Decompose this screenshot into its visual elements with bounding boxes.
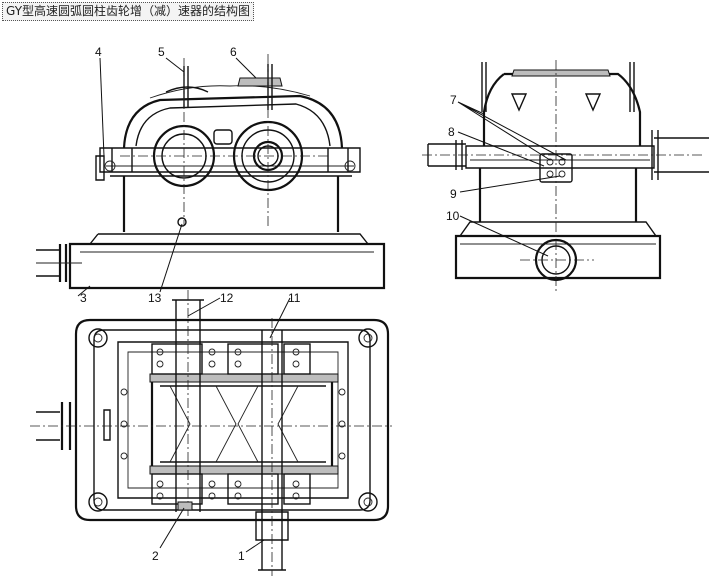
part-label-12: 12 [220, 291, 234, 305]
part-label-1: 1 [238, 549, 245, 563]
part-label-4: 4 [95, 45, 102, 59]
part-label-11: 11 [288, 291, 301, 305]
part-label-13: 13 [148, 291, 162, 305]
side-view [422, 60, 709, 292]
front-view [36, 54, 386, 290]
plan-view [30, 290, 392, 576]
leader-lines [77, 57, 567, 553]
part-label-10: 10 [446, 209, 460, 223]
part-label-3: 3 [80, 291, 87, 305]
part-numbers: 4 5 6 3 13 12 11 7 8 9 10 2 1 [80, 45, 460, 563]
part-label-5: 5 [158, 45, 165, 59]
part-label-7: 7 [450, 93, 457, 107]
figure-title: GY型高速圆弧圆柱齿轮增（减）速器的结构图 [2, 2, 255, 21]
part-label-6: 6 [230, 45, 237, 59]
part-label-2: 2 [152, 549, 159, 563]
part-label-9: 9 [450, 187, 457, 201]
part-label-8: 8 [448, 125, 455, 139]
